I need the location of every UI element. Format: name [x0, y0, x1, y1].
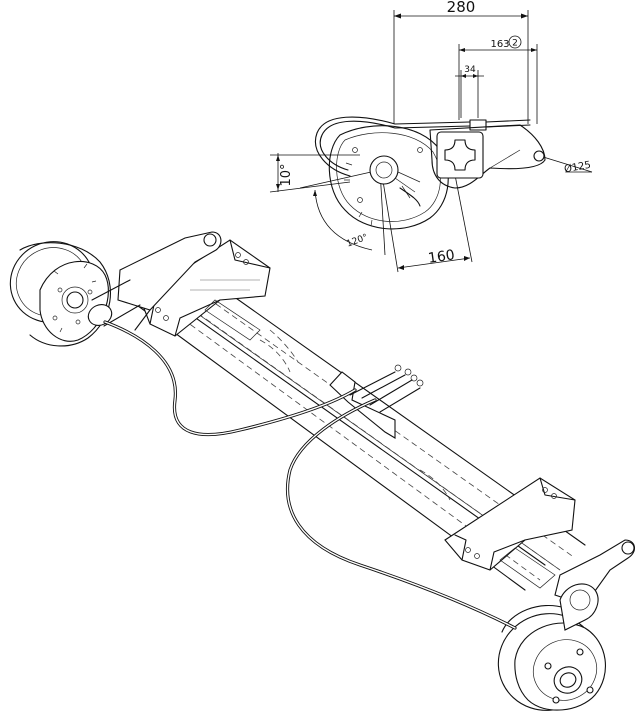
mount-hole [533, 150, 545, 162]
dimension-120-deg-label: 120° [345, 233, 369, 250]
side-detail-view: 280 163 2 34 10° [269, 0, 593, 273]
center-cable-bracket [329, 364, 424, 439]
trailing-arm-bracket [429, 124, 546, 189]
right-mount-bracket [444, 477, 576, 571]
note-circle [508, 35, 522, 49]
hub-circle [369, 155, 399, 185]
dimension-280-label: 280 [447, 0, 476, 16]
dimension-160: 160 [381, 174, 473, 273]
square-tube-section [436, 131, 484, 179]
dimension-163: 163 2 [458, 35, 538, 124]
left-brake-drum [9, 241, 141, 347]
tube-detail-lines [204, 299, 556, 589]
dimension-34-label: 34 [464, 65, 476, 75]
dimension-10-deg-label: 10° [279, 163, 294, 186]
dimension-10-deg: 10° [269, 153, 360, 193]
side-view-cable [315, 116, 531, 177]
dimension-163-note: 2 [512, 39, 518, 49]
dimension-163-label: 163 [490, 39, 509, 50]
dimension-o125-label: Ø125 [563, 159, 592, 176]
brake-backplate [328, 125, 449, 230]
right-brake-drum [497, 583, 606, 711]
dimension-160-label: 160 [427, 247, 456, 267]
dimension-34: 34 [455, 65, 484, 118]
axle-isometric-view [9, 231, 635, 711]
left-trailing-arm [117, 231, 222, 331]
dimension-o125: Ø125 [539, 155, 593, 176]
brake-cables [103, 320, 517, 630]
dimension-280: 280 [393, 0, 529, 124]
